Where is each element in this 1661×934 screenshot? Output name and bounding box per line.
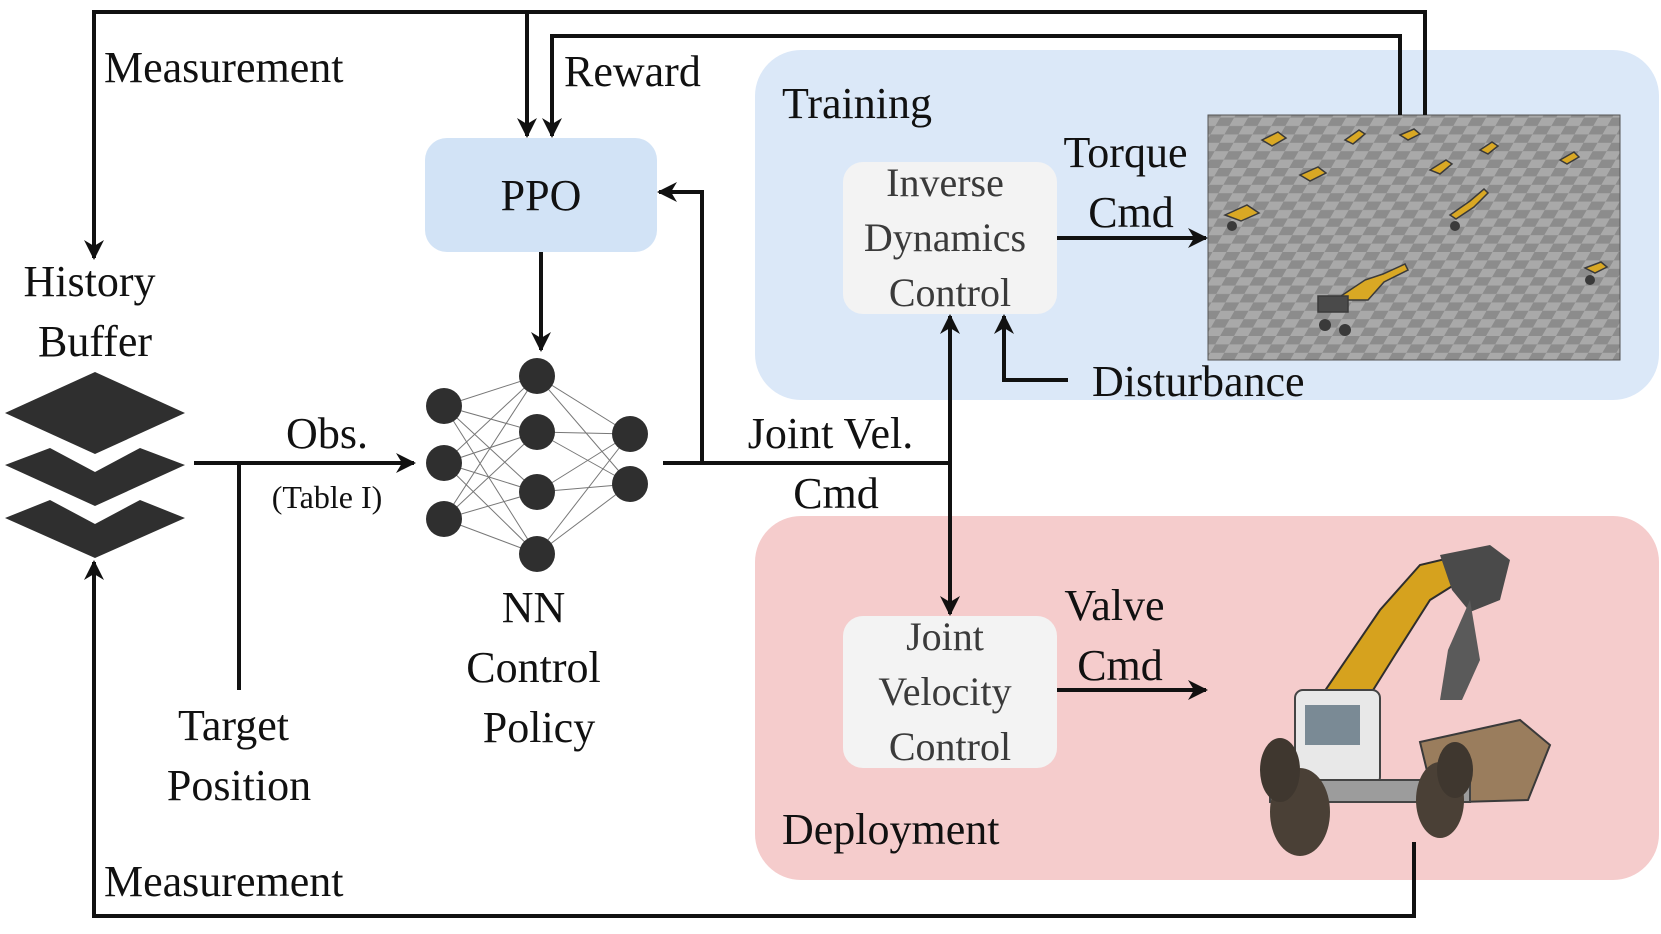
inverse-dynamics-box — [843, 162, 1057, 314]
training-label: Training — [782, 79, 932, 128]
disturbance-wire — [994, 314, 1068, 382]
ppo-label: PPO — [501, 171, 582, 220]
torque-cmd-label: Torque Cmd — [1064, 128, 1199, 237]
valve-cmd-label: Valve Cmd — [1064, 581, 1175, 690]
neural-network-icon — [426, 358, 648, 572]
reward-label: Reward — [564, 47, 701, 96]
nn-policy-label: NN Control Policy — [466, 583, 611, 752]
measurement-bottom-wire — [84, 560, 1416, 918]
stacked-layers-icon — [5, 372, 185, 558]
deployment-label: Deployment — [782, 805, 1000, 854]
simulation-image — [1207, 114, 1621, 361]
disturbance-label: Disturbance — [1092, 357, 1305, 406]
measurement-top-label: Measurement — [104, 43, 343, 92]
joint-vel-cmd-label: Joint Vel. Cmd — [748, 409, 924, 518]
measurement-bottom-label: Measurement — [104, 857, 343, 906]
walking-excavator-photo — [1260, 545, 1552, 856]
obs-label: Obs. — [286, 409, 368, 458]
joint-velocity-control-box — [843, 616, 1057, 768]
obs-ref-label: (Table I) — [272, 479, 383, 515]
inverse-dynamics-label: Inverse Dynamics Control — [864, 160, 1036, 315]
measurement-top-wire — [84, 10, 1427, 260]
target-position-label: Target Position — [167, 701, 311, 810]
action-to-ppo-wire — [657, 182, 704, 463]
ppo-box — [425, 138, 657, 252]
joint-velocity-control-label: Joint Velocity Control — [878, 614, 1021, 769]
reward-wire — [542, 34, 1402, 138]
history-buffer-label: History Buffer — [24, 257, 167, 366]
